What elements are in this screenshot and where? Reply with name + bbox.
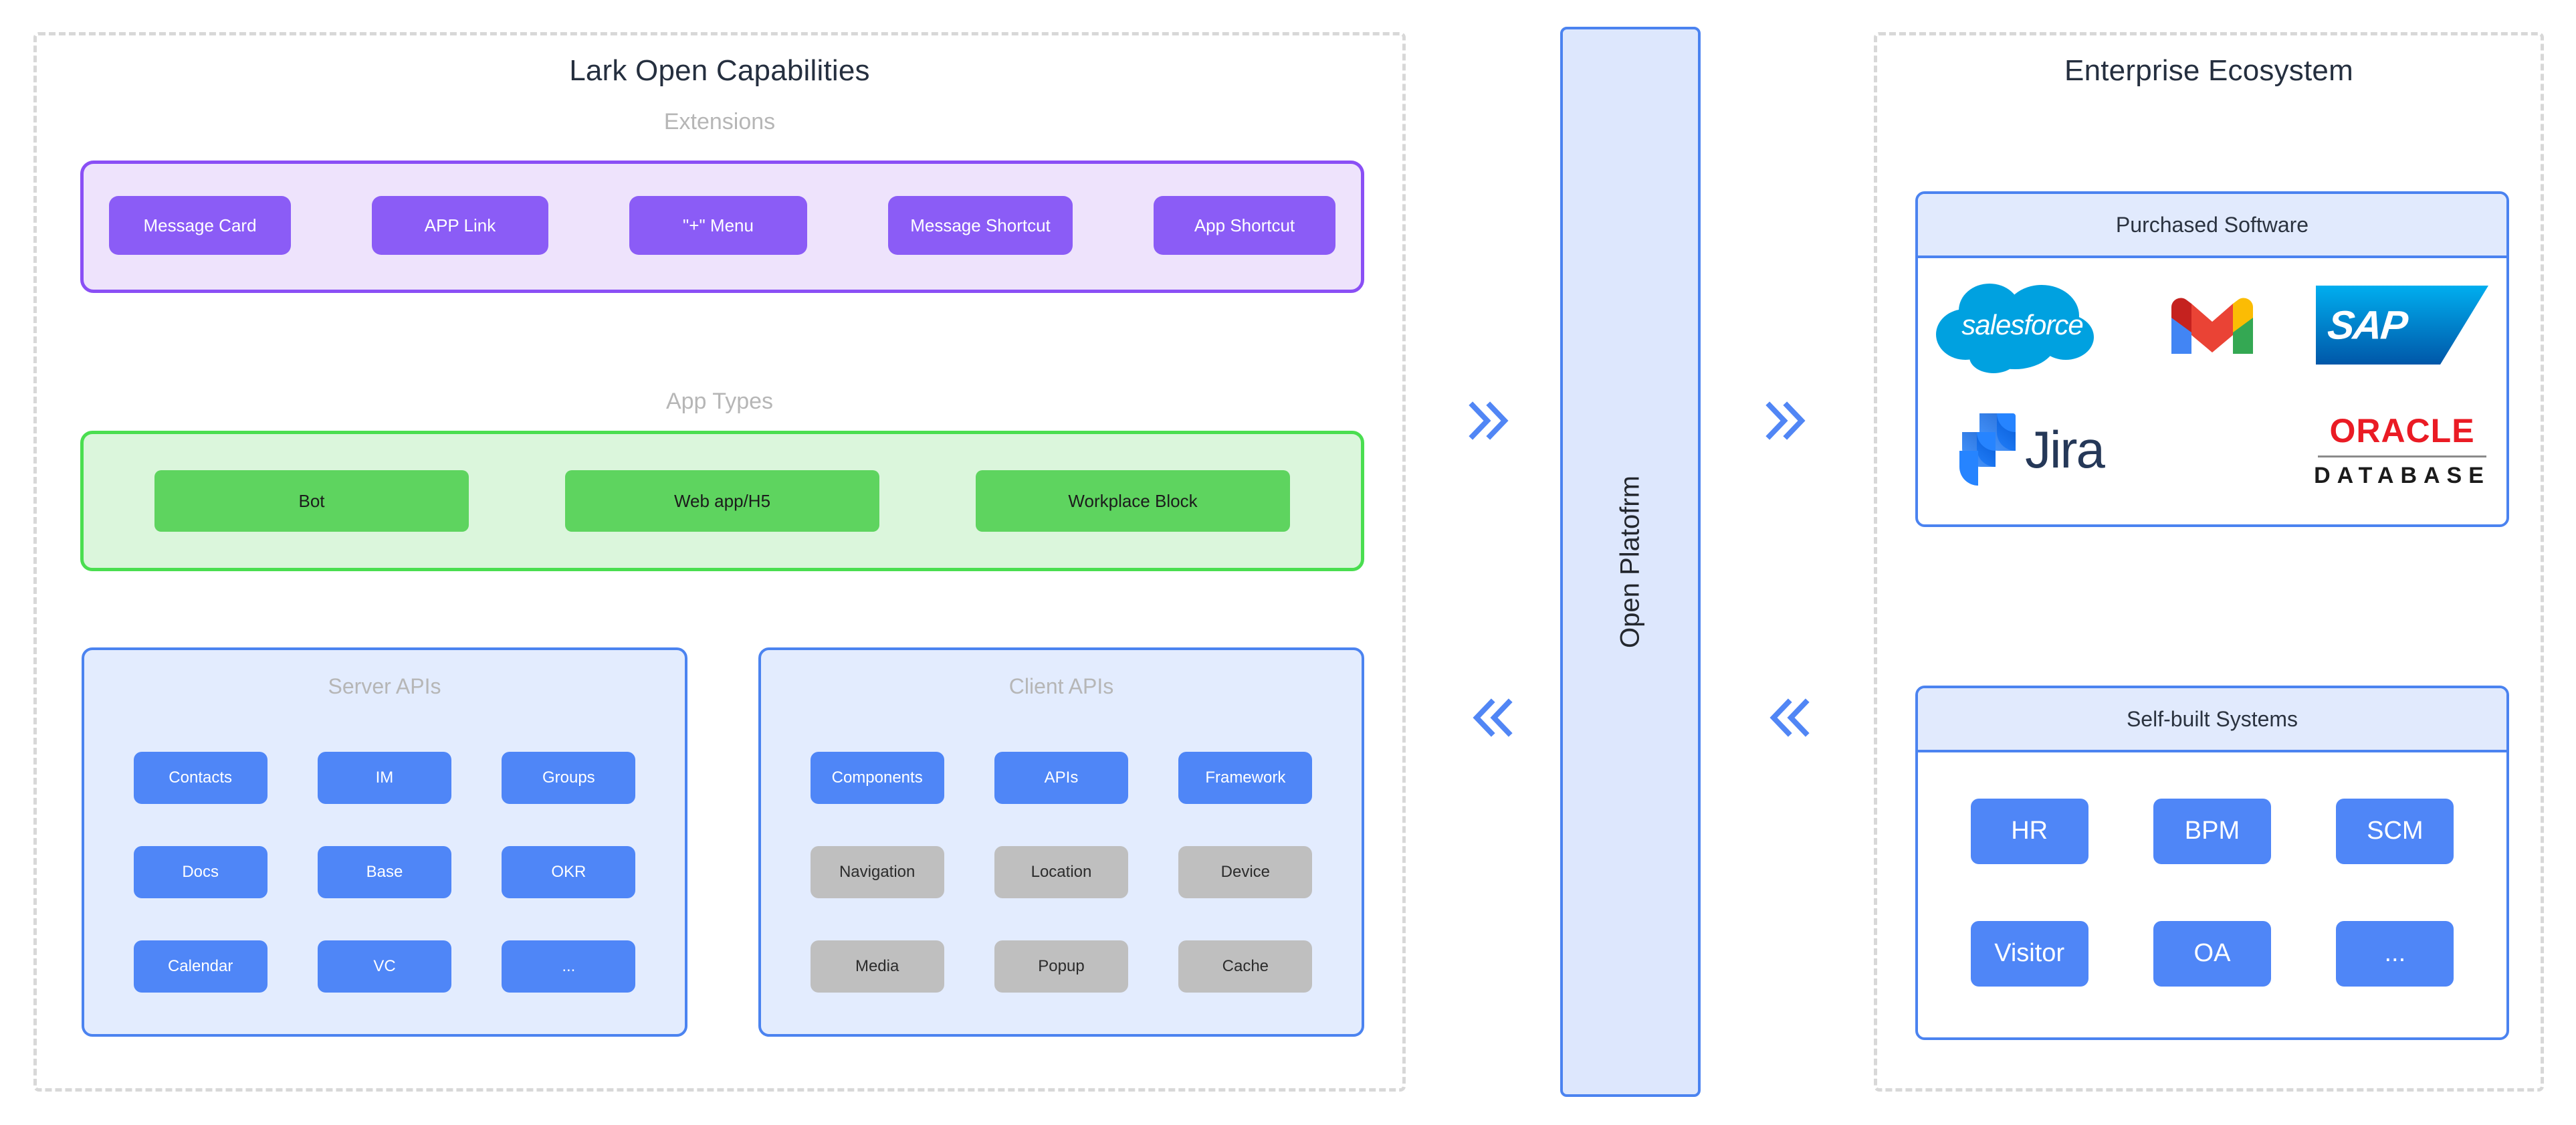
- extension-chip-app-link[interactable]: APP Link: [372, 196, 548, 255]
- client-api-chip-device[interactable]: Device: [1178, 845, 1313, 898]
- client-api-chip-framework[interactable]: Framework: [1178, 751, 1313, 804]
- open-platform-column: Open Platofrm: [1560, 27, 1701, 1097]
- client-apis-title: Client APIs: [1008, 674, 1114, 698]
- extension-chip-app-shortcut[interactable]: App Shortcut: [1154, 196, 1335, 255]
- client-api-chip-navigation[interactable]: Navigation: [810, 845, 944, 898]
- server-api-chip-base[interactable]: Base: [317, 845, 451, 898]
- open-platform-label: Open Platofrm: [1615, 476, 1645, 648]
- purchased-software-box: Purchased Software sale: [1915, 191, 2509, 527]
- app-types-chip-row: Bot Web app/H5 Workplace Block: [84, 434, 1361, 568]
- client-api-chip-cache[interactable]: Cache: [1178, 940, 1313, 993]
- self-built-systems-grid: HR BPM SCM Visitor OA ...: [1918, 752, 2506, 1035]
- client-apis-grid: Components APIs Framework Navigation Loc…: [761, 730, 1362, 1014]
- client-api-chip-location[interactable]: Location: [994, 845, 1128, 898]
- client-api-chip-components[interactable]: Components: [810, 751, 944, 804]
- self-built-chip-oa[interactable]: OA: [2153, 920, 2271, 987]
- jira-wordmark: Jira: [2025, 420, 2105, 479]
- chevrons-left-icon: [1469, 697, 1513, 738]
- oracle-logo-cell: ORACLE DATABASE: [2314, 411, 2490, 489]
- client-apis-card: Client APIs Components APIs Framework Na…: [758, 647, 1364, 1037]
- server-api-chip-groups[interactable]: Groups: [502, 751, 636, 804]
- page-title: Lark Open Capabilities: [569, 54, 870, 87]
- server-apis-title: Server APIs: [328, 674, 441, 698]
- self-built-chip-visitor[interactable]: Visitor: [1970, 920, 2088, 987]
- extension-chip-message-shortcut[interactable]: Message Shortcut: [888, 196, 1073, 255]
- extensions-chip-row: Message Card APP Link "+" Menu Message S…: [84, 164, 1361, 290]
- server-apis-grid: Contacts IM Groups Docs Base OKR Calenda…: [84, 730, 685, 1014]
- self-built-chip-scm[interactable]: SCM: [2336, 798, 2454, 864]
- server-api-chip-docs[interactable]: Docs: [133, 845, 267, 898]
- server-api-chip-okr[interactable]: OKR: [502, 845, 636, 898]
- chevrons-right-icon: [1765, 400, 1810, 441]
- chevrons-left-icon: [1765, 697, 1810, 738]
- sap-wordmark: SAP: [2325, 302, 2409, 347]
- extensions-section-label: Extensions: [663, 109, 776, 134]
- server-apis-card: Server APIs Contacts IM Groups Docs Base…: [82, 647, 687, 1037]
- gmail-logo: [2165, 287, 2260, 363]
- server-api-chip-im[interactable]: IM: [317, 751, 451, 804]
- jira-logo: Jira: [1941, 409, 2105, 491]
- server-api-chip-contacts[interactable]: Contacts: [133, 751, 267, 804]
- extension-chip-plus-menu[interactable]: "+" Menu: [629, 196, 807, 255]
- app-types-section-label: App Types: [665, 389, 774, 414]
- oracle-divider: [2318, 455, 2486, 457]
- extensions-group: Message Card APP Link "+" Menu Message S…: [80, 161, 1364, 293]
- jira-logo-cell: Jira: [1941, 409, 2105, 491]
- server-api-chip-more[interactable]: ...: [502, 940, 636, 993]
- chevrons-right-icon: [1469, 400, 1513, 441]
- enterprise-ecosystem-title: Enterprise Ecosystem: [2064, 54, 2353, 87]
- app-types-group: Bot Web app/H5 Workplace Block: [80, 431, 1364, 571]
- gmail-logo-cell: [2165, 287, 2260, 363]
- server-api-chip-vc[interactable]: VC: [317, 940, 451, 993]
- self-built-chip-more[interactable]: ...: [2336, 920, 2454, 987]
- app-type-chip-bot[interactable]: Bot: [154, 470, 469, 532]
- oracle-wordmark: ORACLE: [2329, 411, 2475, 449]
- extension-chip-message-card[interactable]: Message Card: [109, 196, 291, 255]
- client-api-chip-apis[interactable]: APIs: [994, 751, 1128, 804]
- oracle-database-wordmark: DATABASE: [2314, 462, 2490, 488]
- server-api-chip-calendar[interactable]: Calendar: [133, 940, 267, 993]
- purchased-software-logo-grid: salesforce: [1918, 258, 2506, 522]
- salesforce-logo: salesforce: [1935, 276, 2110, 375]
- purchased-software-header: Purchased Software: [1918, 194, 2506, 258]
- app-type-chip-workplace-block[interactable]: Workplace Block: [976, 470, 1290, 532]
- client-api-chip-popup[interactable]: Popup: [994, 940, 1128, 993]
- self-built-chip-hr[interactable]: HR: [1970, 798, 2088, 864]
- salesforce-logo-cell: salesforce: [1935, 276, 2110, 375]
- app-type-chip-web-app-h5[interactable]: Web app/H5: [565, 470, 879, 532]
- self-built-systems-header: Self-built Systems: [1918, 688, 2506, 752]
- sap-logo: SAP: [2316, 285, 2488, 365]
- salesforce-wordmark: salesforce: [1961, 308, 2083, 340]
- client-api-chip-media[interactable]: Media: [810, 940, 944, 993]
- sap-logo-cell: SAP: [2316, 285, 2488, 365]
- self-built-chip-bpm[interactable]: BPM: [2153, 798, 2271, 864]
- self-built-systems-box: Self-built Systems HR BPM SCM Visitor OA…: [1915, 686, 2509, 1040]
- oracle-database-logo: ORACLE DATABASE: [2314, 411, 2490, 489]
